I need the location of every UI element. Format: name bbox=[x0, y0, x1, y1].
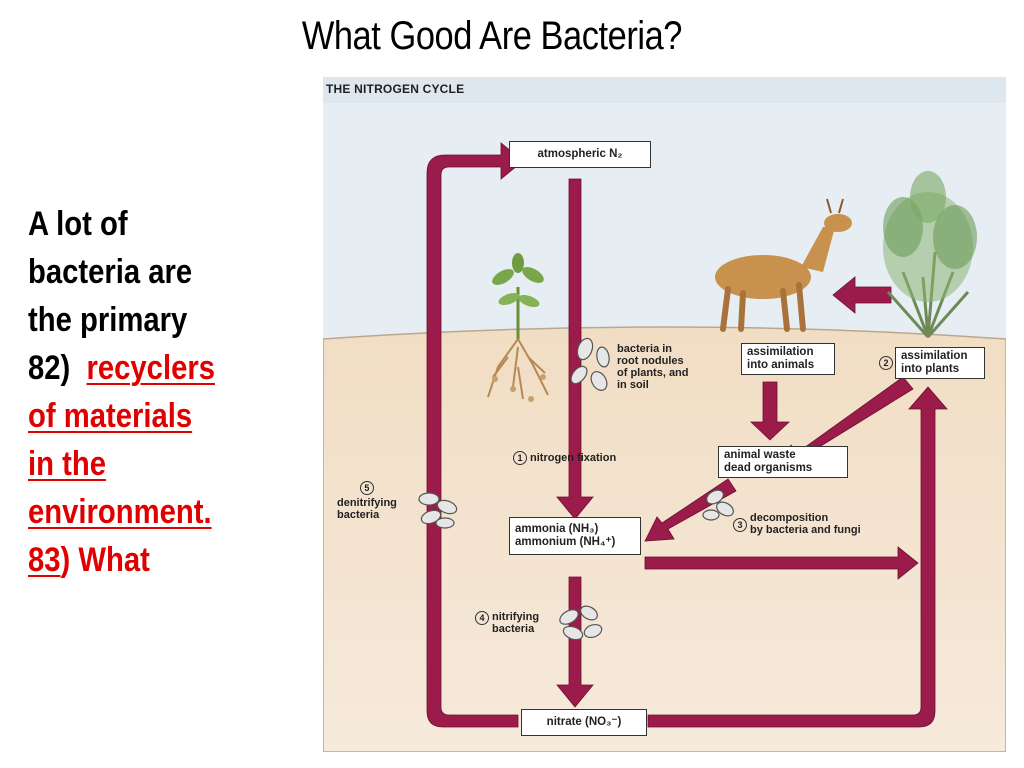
answer-blank-82: recyclers bbox=[86, 349, 215, 387]
body-line: 82) recyclers bbox=[28, 344, 277, 392]
step-label: decomposition by bacteria and fungi bbox=[750, 512, 861, 536]
plants-step-number: 2 bbox=[879, 356, 896, 370]
slide-title: What Good Are Bacteria? bbox=[301, 14, 683, 58]
body-line: 83) What bbox=[28, 536, 277, 584]
step-number: 4 bbox=[475, 611, 489, 625]
body-line: A lot of bbox=[28, 205, 128, 243]
body-line: bacteria are bbox=[28, 253, 193, 291]
left-body-text: A lot of bacteria are the primary 82) re… bbox=[28, 200, 277, 584]
diagram-title: THE NITROGEN CYCLE bbox=[326, 82, 465, 96]
fixation-arrow bbox=[556, 178, 594, 520]
assimilation-plants-box: assimilation into plants bbox=[895, 347, 985, 379]
answer-line: environment. bbox=[28, 493, 212, 531]
step-number: 5 bbox=[359, 481, 374, 495]
nitrate-box: nitrate (NO₃⁻) bbox=[521, 709, 647, 736]
question-text-83: ) What bbox=[60, 541, 150, 579]
animal-waste-box: animal waste dead organisms bbox=[718, 446, 848, 478]
step-label: nitrifying bacteria bbox=[492, 611, 540, 635]
answer-line: in the bbox=[28, 445, 106, 483]
bacteria-icons bbox=[418, 337, 734, 641]
ammonium-uptake-arrow bbox=[644, 546, 919, 580]
step-number: 1 bbox=[513, 451, 527, 465]
denitrifying-label: 5 denitrifying bacteria bbox=[337, 481, 397, 521]
answer-line: of materials bbox=[28, 397, 193, 435]
denitrification-arrow bbox=[426, 142, 524, 728]
feeding-arrow bbox=[832, 276, 892, 314]
waste-arrow bbox=[749, 381, 791, 441]
assimilation-animals-box: assimilation into animals bbox=[741, 343, 835, 375]
step-number: 3 bbox=[733, 518, 747, 532]
cycle-arrows bbox=[426, 142, 948, 728]
step-number: 2 bbox=[879, 356, 893, 370]
step-label: nitrogen fixation bbox=[530, 451, 617, 464]
nitrate-uptake-arrow bbox=[647, 386, 948, 728]
root-nodule-bacteria-label: bacteria in root nodules of plants, and … bbox=[617, 343, 689, 391]
plant-with-nodules bbox=[487, 253, 549, 402]
question-number-83: 83 bbox=[28, 541, 61, 579]
deer-illustration bbox=[715, 198, 852, 332]
title-bar bbox=[323, 77, 1006, 103]
question-number-82: 82) bbox=[28, 349, 71, 387]
nitrification-arrow bbox=[556, 576, 594, 708]
ammonia-box: ammonia (NH₃) ammonium (NH₄⁺) bbox=[509, 517, 641, 555]
body-line: the primary bbox=[28, 301, 188, 339]
nitrogen-cycle-diagram: THE NITROGEN CYCLE atmospheric N₂ assimi… bbox=[323, 77, 1006, 752]
diagram-artwork bbox=[323, 77, 1006, 752]
atmospheric-n2-box: atmospheric N₂ bbox=[509, 141, 651, 168]
bush-illustration bbox=[883, 171, 977, 338]
step-label: denitrifying bacteria bbox=[337, 497, 397, 521]
